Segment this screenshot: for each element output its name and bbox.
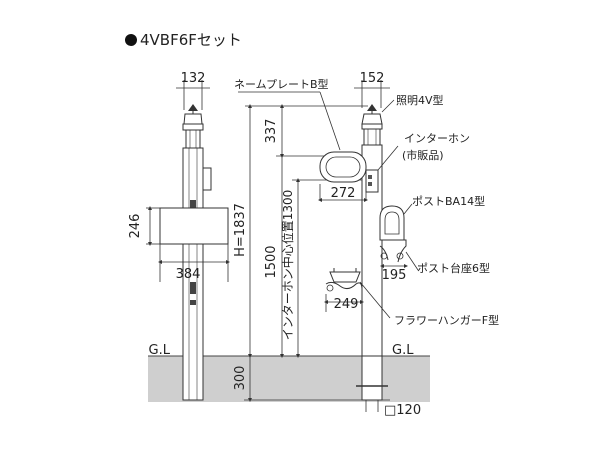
intercom-box [365,169,379,193]
dim-246: 246 [128,214,143,239]
dim-1500: 1500 [264,245,279,278]
lamp-shape [185,129,201,149]
dim-337: 337 [264,119,279,144]
gl-left-label: G.L [149,343,171,358]
gl-right-label: G.L [392,343,414,358]
dim-272: 272 [331,186,356,201]
dim-post-section: □120 [384,403,421,418]
dim-300: 300 [233,366,248,391]
nameplate-label: ネームプレートB型 [234,77,329,91]
postbox-label: ポストBA14型 [412,194,485,208]
dim-132: 132 [181,71,206,86]
bullet-icon [125,34,137,46]
light-label: 照明4V型 [396,93,444,107]
title-text: 4VBF6Fセット [140,31,242,49]
left-view: 132 246 [128,71,230,401]
intercom-sublabel: (市販品) [402,148,444,162]
diagram-title: 4VBF6Fセット [125,29,242,50]
vertical-dimensions: ネームプレートB型 H=1837 337 1500 インターホン中心位置1300… [233,77,390,402]
poststand-label: ポスト台座6型 [417,261,490,275]
dim-384: 384 [176,267,201,282]
flower-basket-shape [329,271,361,283]
right-view: 152 照明4V型 272 [318,71,499,418]
intercom-label: インターホン [404,132,470,145]
dim-152: 152 [360,71,385,86]
dim-249: 249 [334,297,359,312]
left-mailbox-outline [159,207,229,245]
dim-total-height: H=1837 [233,203,248,257]
dim-intercom-center: インターホン中心位置1300 [280,190,295,341]
flowerhanger-label: フラワーハンガーF型 [394,313,499,327]
dim-195: 195 [382,268,407,283]
right-lamp-shape [363,128,381,146]
post-stand-shape [379,239,407,263]
